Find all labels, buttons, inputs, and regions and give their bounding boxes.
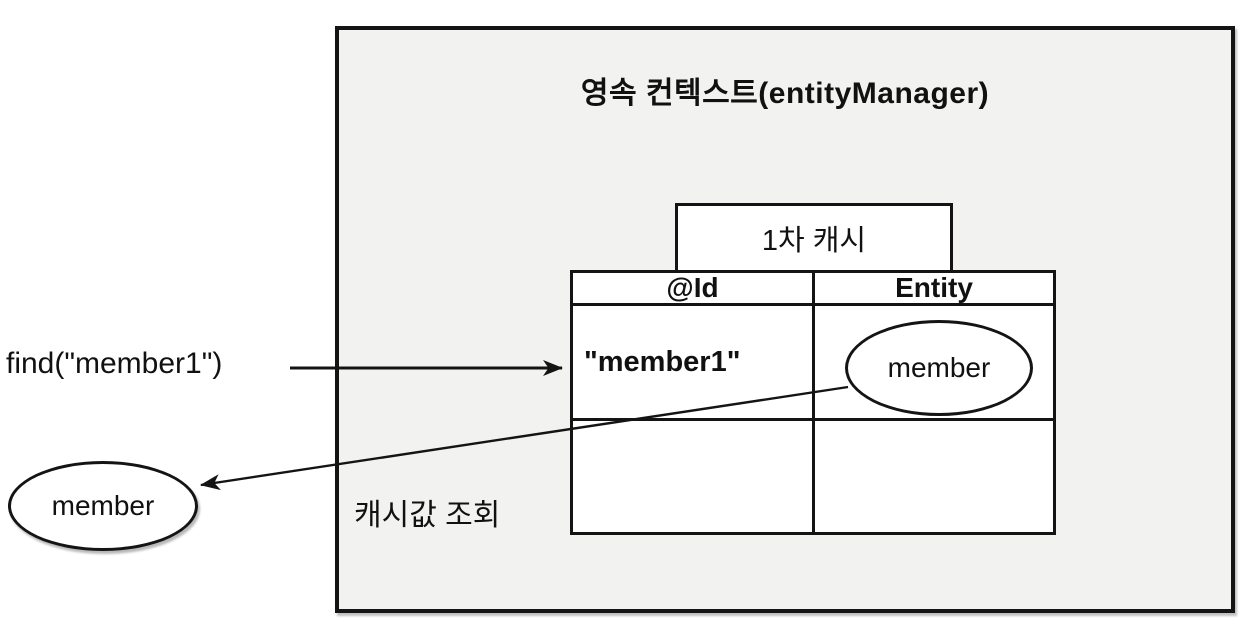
cell-entity-empty: [815, 421, 1053, 532]
persistence-context-title: 영속 컨텍스트(entityManager): [580, 77, 990, 110]
cached-entity-label: member: [887, 352, 991, 383]
cache-lookup-caption: 캐시값 조회: [354, 499, 501, 532]
column-header-id: @Id: [573, 272, 815, 306]
cell-entity-member: [815, 306, 1053, 421]
column-header-entity: Entity: [815, 272, 1053, 306]
first-level-cache-tab: 1차 캐시: [675, 203, 953, 273]
first-level-cache-label: 1차 캐시: [761, 225, 867, 257]
cached-entity-ellipse: member: [845, 320, 1033, 416]
returned-entity-ellipse: member: [8, 461, 198, 551]
find-call-label: find("member1"): [6, 347, 223, 380]
cell-id-empty: [573, 421, 815, 532]
returned-entity-label: member: [51, 490, 155, 521]
cell-id-member1: "member1": [573, 306, 815, 421]
